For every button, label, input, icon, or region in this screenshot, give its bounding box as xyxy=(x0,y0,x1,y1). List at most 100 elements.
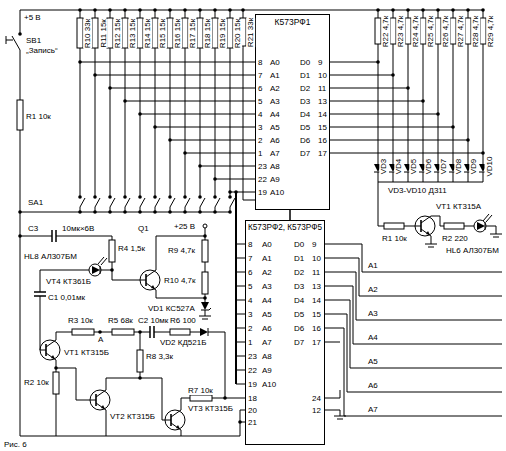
wire-line xyxy=(325,342,340,343)
wire-line xyxy=(149,326,151,338)
wire-line xyxy=(468,10,469,18)
component-label: R5 68к xyxy=(108,316,133,325)
component-label: R10 4,7к xyxy=(164,276,196,285)
pin-label: 13 xyxy=(318,97,327,106)
resistor-symbol xyxy=(122,18,128,48)
pin-label: 4 xyxy=(258,110,262,119)
terminal-dot xyxy=(391,73,395,77)
wire-line xyxy=(200,166,255,167)
terminal-dot xyxy=(18,32,22,36)
wire-line xyxy=(325,390,340,398)
wire-line xyxy=(125,101,255,102)
wire-line xyxy=(483,44,484,164)
component-label: R11 15к xyxy=(98,19,107,48)
wire-line xyxy=(56,332,72,340)
wire-line xyxy=(156,290,205,298)
component-label: R15 15к xyxy=(158,18,167,47)
component-label: R4 1,5к xyxy=(118,244,145,253)
pin-label: D7 xyxy=(300,149,310,158)
terminal-dot xyxy=(213,177,217,181)
pin-label: A9 xyxy=(262,366,272,375)
wire-line xyxy=(156,236,205,270)
wire-line xyxy=(155,10,156,18)
component-label: R8 3,3к xyxy=(146,352,173,361)
pin-label: D3 xyxy=(294,282,304,291)
pin-label: D0 xyxy=(294,240,304,249)
component-label: A5 xyxy=(368,357,378,366)
terminal-dot xyxy=(228,190,232,194)
wire-line xyxy=(171,410,181,417)
terminal-dot xyxy=(474,220,486,232)
component-label: VD1 КС527А xyxy=(148,304,195,313)
component-label: A xyxy=(98,335,103,344)
resistor-symbol xyxy=(450,18,456,44)
pin-label: 5 xyxy=(248,282,252,291)
resistor-symbol xyxy=(72,329,94,335)
component-label: VD7 xyxy=(440,158,449,174)
component-label: VD10 xyxy=(484,156,493,176)
pin-label: A10 xyxy=(270,188,284,197)
component-label: A1 xyxy=(368,261,378,270)
component-label: VD5 xyxy=(410,158,419,174)
resistor-symbol xyxy=(167,18,173,48)
wire-line xyxy=(80,48,81,197)
component-label: „Запись“ xyxy=(26,46,58,55)
resistor-symbol xyxy=(137,350,143,372)
wire-line xyxy=(100,266,101,274)
component-label: C2 10мк xyxy=(138,316,168,325)
pin-label: 5 xyxy=(258,97,262,106)
wire-line xyxy=(101,405,105,409)
terminal-dot xyxy=(108,86,112,90)
component-label: R1 10к xyxy=(382,234,407,243)
wire-line xyxy=(51,230,53,242)
terminal-dot xyxy=(40,340,60,360)
resistor-symbol xyxy=(227,18,233,48)
component-label: R22 4,7к xyxy=(382,15,391,47)
pin-label: 8 xyxy=(248,240,252,249)
wire-line xyxy=(94,332,112,333)
component-label: +5 В xyxy=(24,13,41,22)
pin-label: A1 xyxy=(262,254,272,263)
wire-line xyxy=(80,10,81,18)
pin-label: A8 xyxy=(270,162,280,171)
pin-label: 20 xyxy=(248,406,257,415)
wire-line xyxy=(330,153,483,154)
wire-line xyxy=(453,10,454,18)
wire-line xyxy=(190,332,200,333)
component-label: A7 xyxy=(368,405,378,414)
wire-line xyxy=(483,172,484,182)
wire-line xyxy=(101,258,107,265)
resistor-symbol xyxy=(77,18,83,48)
wire-line xyxy=(236,300,245,301)
wire-line xyxy=(155,198,160,207)
wire-line xyxy=(468,44,469,164)
component-label: R18 15к xyxy=(203,18,212,47)
component-label: VD6 xyxy=(425,158,434,174)
pin-label: A4 xyxy=(262,296,272,305)
component-label: R13 15к xyxy=(128,18,137,47)
wire-line xyxy=(230,48,231,197)
wire-line xyxy=(185,198,190,207)
pin-label: D4 xyxy=(294,296,304,305)
wire-line xyxy=(431,216,444,226)
terminal-dot xyxy=(203,296,207,300)
wire-line xyxy=(483,10,484,18)
component-label: R27 4,7к xyxy=(457,15,466,47)
wire-line xyxy=(209,308,211,310)
wire-line xyxy=(20,212,240,436)
wire-line xyxy=(140,280,146,281)
pin-label: 15 xyxy=(312,310,321,319)
pin-label: 3 xyxy=(248,310,252,319)
terminal-dot xyxy=(123,99,127,103)
wire-line xyxy=(423,10,424,18)
wire-line xyxy=(330,101,423,102)
component-label: VD4 xyxy=(395,158,404,174)
resistor-symbol xyxy=(384,223,404,229)
component-label: VT3 КТ315Б xyxy=(188,404,233,413)
wire-line xyxy=(325,286,502,344)
terminal-dot xyxy=(140,270,160,290)
pin-label: D4 xyxy=(300,110,310,119)
pin-label: 2 xyxy=(258,136,262,145)
pin-label: 13 xyxy=(312,282,321,291)
pin-label: 17 xyxy=(312,338,321,347)
